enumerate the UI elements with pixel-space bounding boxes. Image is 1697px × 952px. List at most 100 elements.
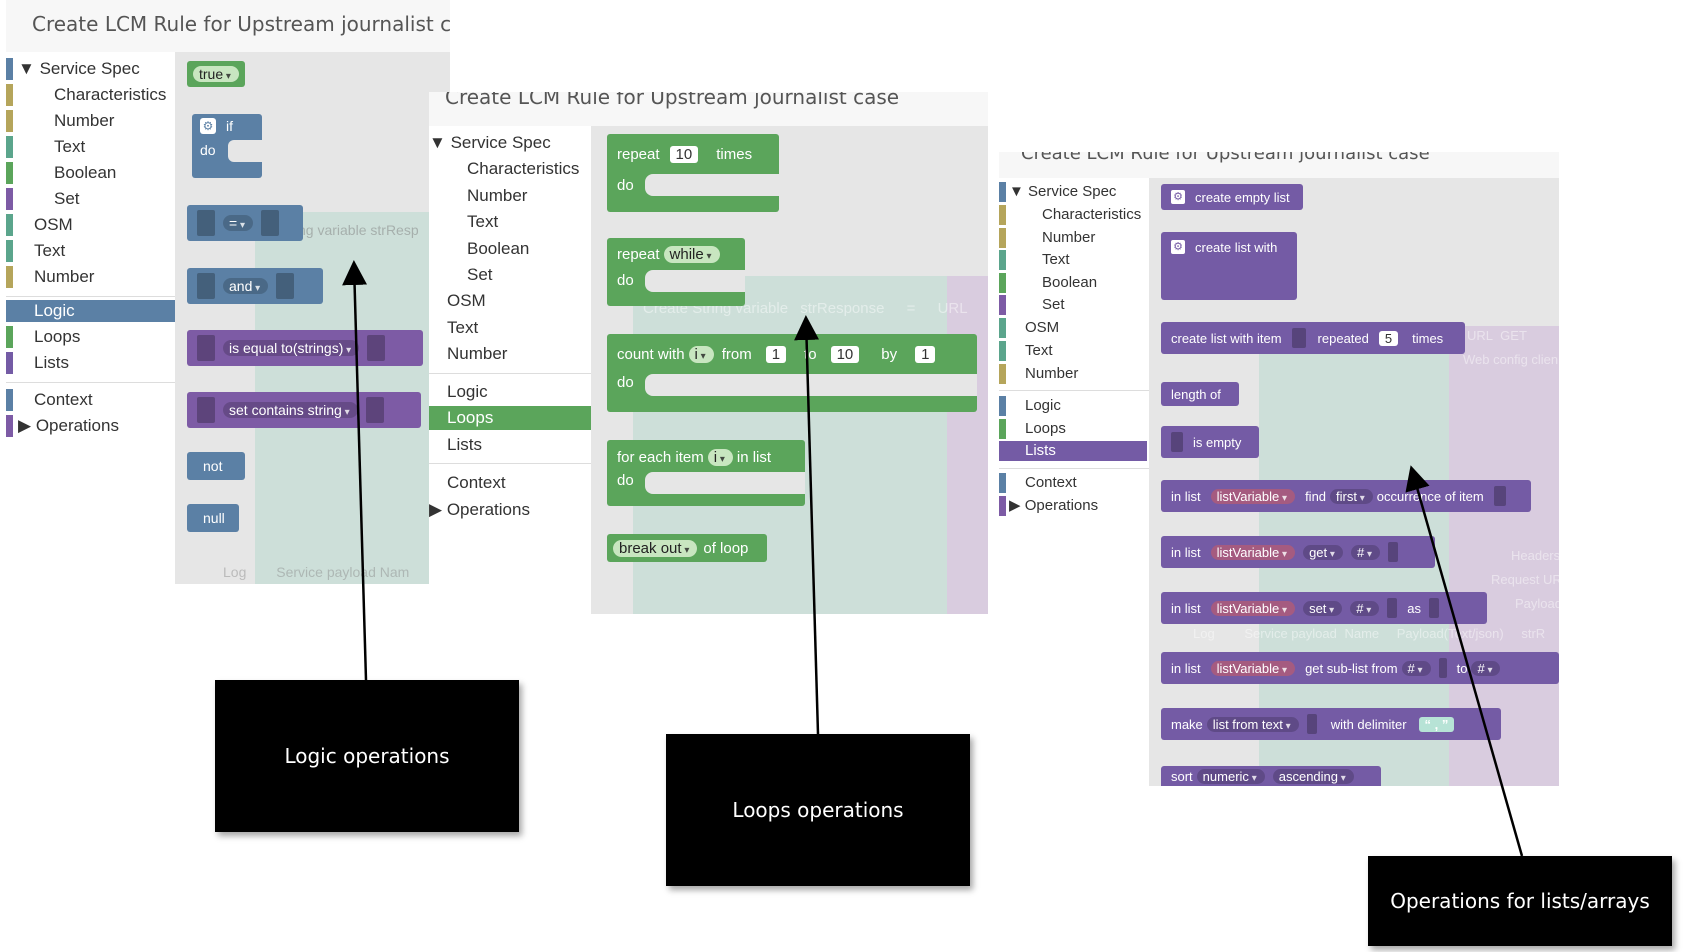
- toolbox-item-operations[interactable]: ▶ Operations: [429, 497, 530, 523]
- and-block[interactable]: and: [187, 268, 323, 304]
- repeat-count-input[interactable]: 10: [669, 145, 699, 163]
- is-equal-dropdown[interactable]: is equal to(strings): [223, 340, 360, 356]
- toolbox-item-osm[interactable]: OSM: [429, 288, 486, 314]
- create-empty-list-block[interactable]: ⚙ create empty list: [1161, 184, 1303, 210]
- toolbox-item-operations[interactable]: ▶ Operations: [999, 494, 1149, 518]
- toolbox-item-boolean[interactable]: Boolean: [6, 160, 175, 186]
- toolbox-item-operations[interactable]: ▶ Operations: [6, 413, 175, 439]
- true-dropdown[interactable]: true: [193, 66, 239, 82]
- for-each-block[interactable]: for each item i in list do: [607, 440, 805, 506]
- and-dropdown[interactable]: and: [223, 278, 269, 294]
- sort-type-dropdown[interactable]: numeric: [1196, 768, 1265, 784]
- repeat-times-block[interactable]: repeat 10 times do: [607, 134, 779, 212]
- delimiter-input[interactable]: “ , ”: [1418, 716, 1455, 732]
- null-block[interactable]: null: [187, 504, 239, 532]
- toolbox-item-service-spec[interactable]: ▼ Service Spec: [999, 180, 1149, 204]
- expand-arrow-icon[interactable]: ▼: [1009, 183, 1024, 200]
- by-input[interactable]: 1: [915, 345, 936, 363]
- list-variable-dropdown[interactable]: listVariable: [1210, 488, 1296, 504]
- toolbox-item-set[interactable]: Set: [6, 186, 175, 212]
- toolbox-item-text[interactable]: Text: [6, 134, 175, 160]
- length-of-block[interactable]: length of: [1161, 382, 1239, 406]
- to-input[interactable]: 10: [830, 345, 860, 363]
- sort-block[interactable]: sort numeric ascending: [1161, 766, 1381, 786]
- set-contains-block[interactable]: set contains string: [187, 392, 421, 428]
- input-slot[interactable]: [1291, 328, 1306, 348]
- toolbox-item-loops[interactable]: Loops: [999, 417, 1149, 441]
- break-out-block[interactable]: break out of loop: [607, 534, 767, 562]
- toolbox-item-logic[interactable]: Logic: [6, 300, 175, 322]
- toolbox-item-text-2[interactable]: Text: [6, 238, 175, 264]
- toolbox-item-context[interactable]: Context: [6, 387, 175, 413]
- input-slot[interactable]: [1171, 432, 1183, 452]
- compare-block[interactable]: =: [187, 205, 303, 241]
- toolbox-item-loops[interactable]: Loops: [6, 324, 175, 350]
- gear-icon[interactable]: ⚙: [1171, 240, 1185, 254]
- set-dropdown[interactable]: set: [1303, 600, 1343, 616]
- toolbox-item-text[interactable]: Text: [999, 248, 1149, 272]
- from-index-dropdown[interactable]: #: [1401, 660, 1431, 676]
- expand-arrow-icon[interactable]: ▼: [18, 59, 35, 78]
- repeat-while-block[interactable]: repeat while do: [607, 238, 745, 306]
- toolbox-item-characteristics[interactable]: Characteristics: [429, 156, 579, 182]
- toolbox-item-logic[interactable]: Logic: [999, 394, 1149, 418]
- toolbox-item-loops[interactable]: Loops: [429, 406, 591, 430]
- toolbox-item-context[interactable]: Context: [429, 470, 506, 496]
- toolbox-item-text-2[interactable]: Text: [999, 339, 1149, 363]
- list-variable-dropdown[interactable]: listVariable: [1210, 544, 1296, 560]
- toolbox-item-osm[interactable]: OSM: [999, 316, 1149, 340]
- break-out-dropdown[interactable]: break out: [613, 539, 698, 557]
- toolbox-item-number[interactable]: Number: [999, 226, 1149, 250]
- gear-icon[interactable]: ⚙: [1171, 190, 1185, 204]
- input-slot[interactable]: [1438, 658, 1447, 678]
- toolbox-item-context[interactable]: Context: [999, 471, 1149, 495]
- while-dropdown[interactable]: while: [663, 245, 720, 263]
- true-block[interactable]: true: [187, 61, 245, 87]
- toolbox-item-lists[interactable]: Lists: [429, 432, 482, 458]
- expand-arrow-icon[interactable]: ▶: [1009, 497, 1021, 514]
- set-item-block[interactable]: in list listVariable set # as: [1161, 592, 1487, 624]
- input-slot[interactable]: [197, 397, 215, 423]
- input-slot[interactable]: [261, 210, 279, 236]
- input-slot[interactable]: [197, 210, 215, 236]
- if-do-block[interactable]: ⚙ if do: [192, 114, 262, 178]
- gear-icon[interactable]: ⚙: [200, 118, 216, 134]
- index-dropdown[interactable]: #: [1350, 544, 1380, 560]
- is-equal-strings-block[interactable]: is equal to(strings): [187, 330, 423, 366]
- toolbox-item-service-spec[interactable]: ▼ Service Spec: [6, 56, 175, 82]
- not-block[interactable]: not: [187, 452, 245, 480]
- create-list-repeated-block[interactable]: create list with item repeated 5 times: [1161, 322, 1465, 354]
- list-variable-dropdown[interactable]: listVariable: [1210, 600, 1296, 616]
- is-empty-block[interactable]: is empty: [1161, 426, 1259, 458]
- input-slot[interactable]: [1429, 598, 1439, 618]
- get-item-block[interactable]: in list listVariable get #: [1161, 536, 1435, 568]
- expand-arrow-icon[interactable]: ▼: [429, 133, 446, 152]
- input-slot[interactable]: [1493, 486, 1506, 506]
- toolbox-item-number[interactable]: Number: [6, 108, 175, 134]
- variable-dropdown[interactable]: i: [688, 345, 714, 363]
- toolbox-item-service-spec[interactable]: ▼ Service Spec: [429, 130, 591, 156]
- toolbox-item-number-2[interactable]: Number: [429, 341, 507, 367]
- expand-arrow-icon[interactable]: ▶: [429, 500, 443, 519]
- toolbox-item-lists[interactable]: Lists: [6, 350, 175, 376]
- toolbox-item-set[interactable]: Set: [999, 293, 1149, 317]
- input-slot[interactable]: [276, 273, 295, 299]
- toolbox-item-boolean[interactable]: Boolean: [429, 236, 529, 262]
- input-slot[interactable]: [197, 273, 215, 299]
- expand-arrow-icon[interactable]: ▶: [18, 416, 32, 435]
- set-contains-dropdown[interactable]: set contains string: [223, 402, 358, 418]
- get-sublist-block[interactable]: in list listVariable get sub-list from #…: [1161, 652, 1559, 684]
- toolbox-item-number-2[interactable]: Number: [6, 264, 175, 290]
- list-from-text-dropdown[interactable]: list from text: [1206, 716, 1299, 732]
- index-dropdown[interactable]: #: [1350, 600, 1380, 616]
- toolbox-item-logic[interactable]: Logic: [429, 379, 488, 405]
- create-list-with-block[interactable]: ⚙ create list with: [1161, 232, 1297, 300]
- get-dropdown[interactable]: get: [1303, 544, 1343, 560]
- count-with-block[interactable]: count with i from 1 to 10 by 1 do: [607, 334, 977, 412]
- toolbox-item-boolean[interactable]: Boolean: [999, 271, 1149, 295]
- input-slot[interactable]: [1387, 598, 1398, 618]
- toolbox-item-number[interactable]: Number: [429, 183, 527, 209]
- input-slot[interactable]: [1306, 714, 1317, 734]
- find-occurrence-block[interactable]: in list listVariable find first occurren…: [1161, 480, 1531, 512]
- operator-dropdown[interactable]: =: [223, 215, 253, 231]
